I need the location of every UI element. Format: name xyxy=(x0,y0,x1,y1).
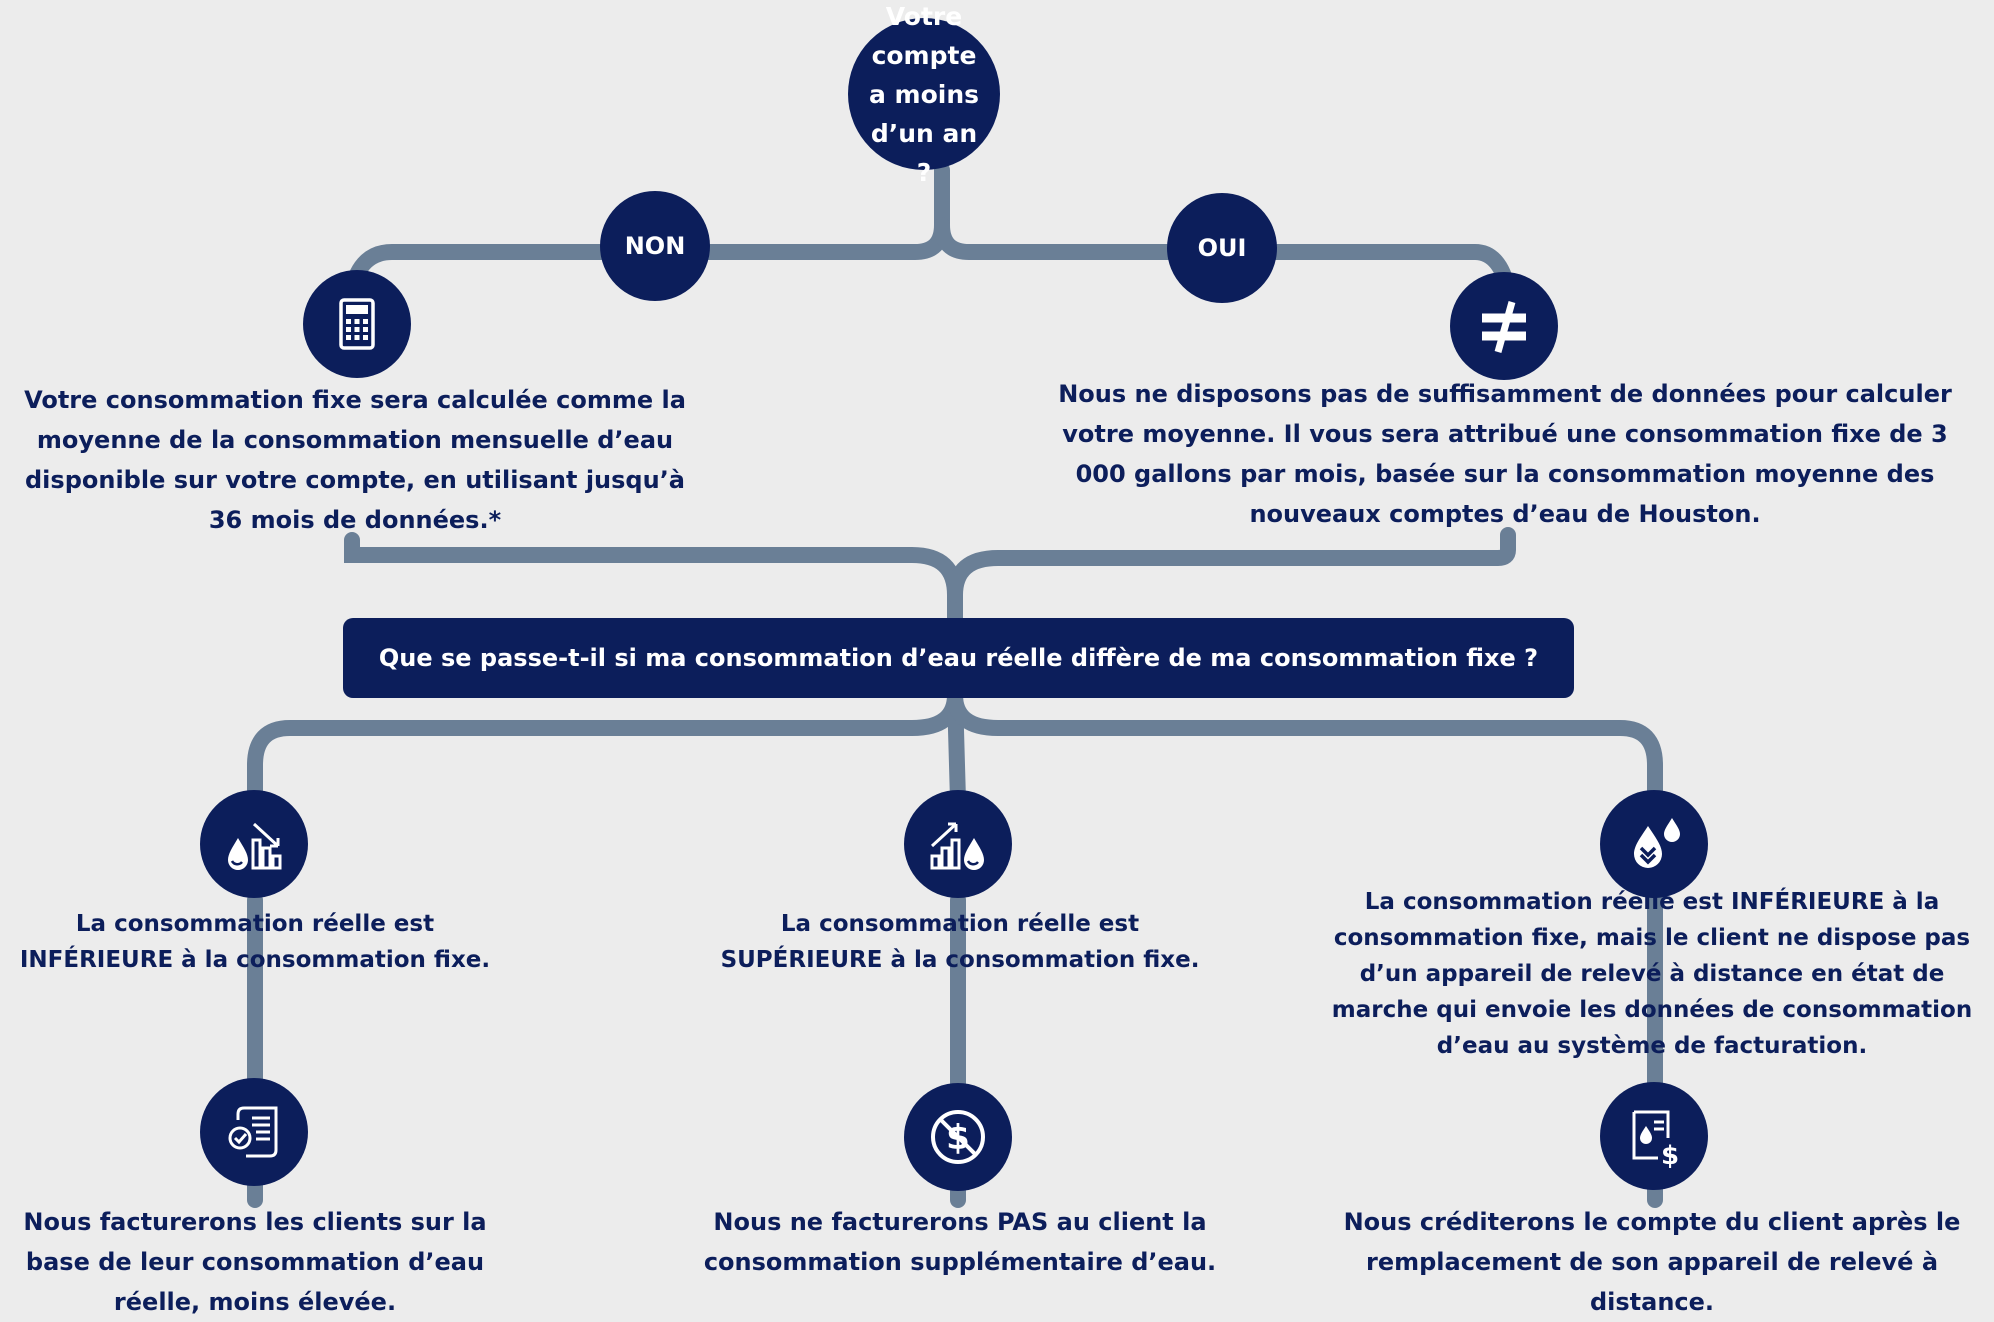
no-branch-text: Votre consommation fixe sera calculée co… xyxy=(24,386,686,534)
question-circle: Votre compte a moins d’un an ? xyxy=(848,2,1000,187)
not-equal-icon xyxy=(1450,272,1558,380)
question-text: Votre compte a moins d’un an ? xyxy=(868,1,980,187)
case-2-condition: La consommation réelle est SUPÉRIEURE à … xyxy=(720,911,1200,973)
no-dollar-icon: $ xyxy=(904,1083,1012,1191)
svg-text:$: $ xyxy=(946,1118,970,1158)
case-3-outcome: Nous créditerons le compte du client apr… xyxy=(1343,1208,1961,1316)
case-1-condition: La consommation réelle est INFÉRIEURE à … xyxy=(19,911,491,973)
water-drops-down-icon xyxy=(1600,790,1708,898)
yes-branch-text: Nous ne disposons pas de suffisamment de… xyxy=(1058,380,1952,528)
case-1-outcome: Nous facturerons les clients sur la base… xyxy=(23,1208,487,1316)
banner-text: Que se passe-t-il si ma consommation d’e… xyxy=(378,644,1539,672)
no-label: NON xyxy=(624,232,686,260)
no-badge: NON xyxy=(600,191,710,301)
case-2-outcome: Nous ne facturerons PAS au client la con… xyxy=(703,1208,1217,1276)
water-bill-dollar-icon: $ xyxy=(1600,1082,1708,1190)
calculator-icon xyxy=(303,270,411,378)
question-banner: Que se passe-t-il si ma consommation d’e… xyxy=(343,618,1574,698)
yes-label: OUI xyxy=(1197,234,1247,262)
svg-text:$: $ xyxy=(1661,1141,1679,1168)
case-3-condition: La consommation réelle est INFÉRIEURE à … xyxy=(1331,889,1973,1059)
receipt-check-icon xyxy=(200,1078,308,1186)
water-chart-up-icon xyxy=(904,790,1012,898)
water-chart-down-icon xyxy=(200,790,308,898)
yes-badge: OUI xyxy=(1167,193,1277,303)
